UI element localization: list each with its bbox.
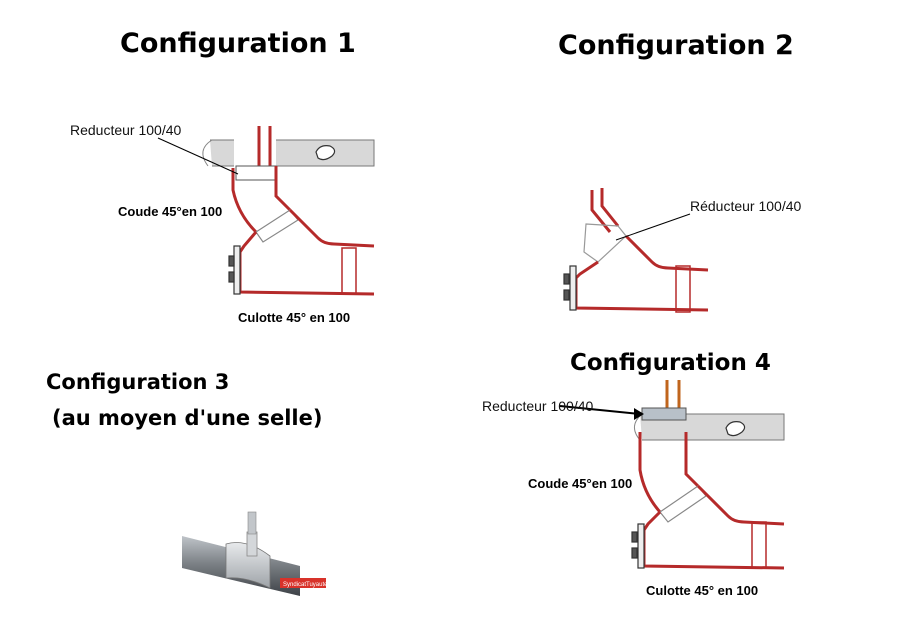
culotte-45 <box>238 208 375 296</box>
config4-culotte-label: Culotte 45° en 100 <box>646 583 759 598</box>
config2-drawing <box>563 188 709 313</box>
config2-reducer-label: Réducteur 100/40 <box>690 198 802 214</box>
culotte-45 <box>574 234 709 312</box>
arrow-head-icon <box>634 408 644 420</box>
config2-title: Configuration 2 <box>558 30 794 61</box>
reducer-leader <box>157 137 239 175</box>
elbow-45 <box>638 432 700 513</box>
reducer-leader <box>615 213 691 241</box>
slab-hole-icon <box>725 421 746 437</box>
elbow-45 <box>231 166 292 234</box>
pipe-40-copper <box>665 380 681 412</box>
config4-reducer-label: Reducteur 100/40 <box>482 398 594 414</box>
config3-drawing: SyndicatTuyauterie.fr <box>182 511 339 596</box>
config3-subtitle: (au moyen d'une selle) <box>52 406 323 430</box>
config4-elbow-label: Coude 45°en 100 <box>528 476 633 491</box>
flange-bolts <box>563 265 577 311</box>
elbow-socket <box>255 209 299 243</box>
config1-reducer-label: Reducteur 100/40 <box>70 122 182 138</box>
reducer-fitting <box>641 407 687 421</box>
reducer-arrow <box>559 405 641 415</box>
watermark-text: SyndicatTuyauterie.fr <box>283 582 339 588</box>
config1-drawing <box>157 126 375 296</box>
reducer-fitting <box>235 165 277 181</box>
slab-hole-icon <box>315 145 336 161</box>
culotte-socket <box>675 265 691 313</box>
culotte-socket <box>751 521 767 569</box>
saddle-fitting <box>225 542 271 589</box>
reducer-fitting <box>583 223 627 263</box>
elbow-socket <box>659 485 707 523</box>
culotte-45 <box>642 484 785 570</box>
watermark-badge <box>280 578 326 588</box>
saddle-outlet <box>246 531 258 557</box>
config1-culotte-label: Culotte 45° en 100 <box>238 310 351 325</box>
config1-title: Configuration 1 <box>120 28 356 59</box>
pipe-40 <box>257 126 272 166</box>
config1-elbow-label: Coude 45°en 100 <box>118 204 223 219</box>
config4-drawing <box>559 380 785 570</box>
floor-slab <box>202 139 375 167</box>
flange-bolts <box>631 523 645 569</box>
config4-title: Configuration 4 <box>570 350 771 376</box>
culotte-socket <box>341 247 357 295</box>
flange-bolts <box>228 245 241 295</box>
config3-title: Configuration 3 <box>46 370 230 394</box>
